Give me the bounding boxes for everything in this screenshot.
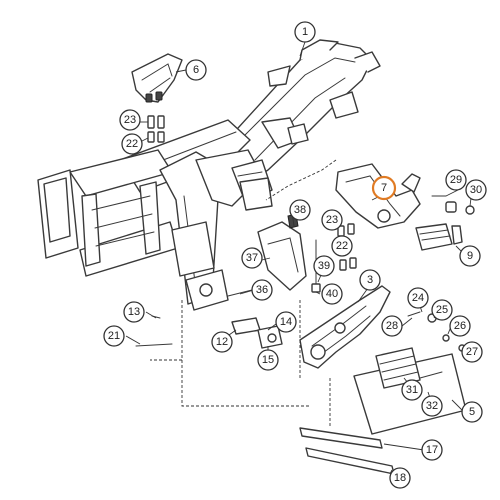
svg-text:7: 7 — [381, 182, 387, 194]
callout-15: 15 — [257, 349, 279, 371]
svg-text:22: 22 — [336, 240, 348, 252]
callout-39: 39 — [313, 255, 335, 277]
svg-text:5: 5 — [469, 406, 475, 418]
svg-text:13: 13 — [128, 306, 140, 318]
callout-28: 28 — [381, 315, 403, 337]
svg-text:25: 25 — [436, 304, 448, 316]
svg-text:27: 27 — [466, 346, 478, 358]
callout-29: 29 — [445, 169, 467, 191]
callouts: 1 3 5 6 7 9 12 13 14 15 17 18 21 22 22 2… — [103, 21, 487, 489]
callout-21: 21 — [103, 325, 125, 347]
fasteners-29-30-drawing — [431, 195, 475, 215]
callout-23-right: 23 — [321, 209, 343, 231]
callout-27: 27 — [461, 341, 483, 363]
svg-text:17: 17 — [426, 444, 438, 456]
rod-17-18-drawing — [299, 427, 395, 475]
callout-9: 9 — [459, 245, 481, 267]
svg-text:12: 12 — [216, 336, 228, 348]
shaft-13-21-drawing — [135, 315, 173, 347]
svg-text:9: 9 — [467, 250, 473, 262]
callout-38: 38 — [289, 199, 311, 221]
footpeg-bracket-3-drawing — [299, 285, 391, 369]
svg-text:28: 28 — [386, 320, 398, 332]
svg-text:31: 31 — [406, 384, 418, 396]
svg-text:18: 18 — [394, 472, 406, 484]
fasteners-22-23-left-drawing — [147, 115, 165, 143]
svg-text:29: 29 — [450, 174, 462, 186]
callout-17: 17 — [421, 439, 443, 461]
svg-text:26: 26 — [454, 320, 466, 332]
svg-text:32: 32 — [426, 400, 438, 412]
callout-25: 25 — [431, 299, 453, 321]
callout-36: 36 — [251, 279, 273, 301]
callout-1: 1 — [294, 21, 316, 43]
svg-text:14: 14 — [280, 316, 292, 328]
callout-24: 24 — [407, 287, 429, 309]
callout-13: 13 — [123, 301, 145, 323]
parts-12-15-drawing — [231, 317, 283, 349]
svg-text:37: 37 — [246, 252, 258, 264]
svg-text:22: 22 — [126, 138, 138, 150]
callout-12: 12 — [211, 331, 233, 353]
svg-text:39: 39 — [318, 260, 330, 272]
svg-text:36: 36 — [256, 284, 268, 296]
svg-text:23: 23 — [326, 214, 338, 226]
svg-text:21: 21 — [108, 330, 120, 342]
callout-14: 14 — [275, 311, 297, 333]
svg-text:3: 3 — [367, 274, 373, 286]
svg-text:6: 6 — [193, 64, 199, 76]
callout-26: 26 — [449, 315, 471, 337]
callout-5: 5 — [461, 401, 483, 423]
callout-31: 31 — [401, 379, 423, 401]
callout-23-left: 23 — [119, 109, 141, 131]
svg-text:38: 38 — [294, 204, 306, 216]
footpeg-bracket-6-drawing — [131, 53, 183, 103]
svg-text:24: 24 — [412, 292, 424, 304]
callout-37: 37 — [241, 247, 263, 269]
svg-text:15: 15 — [262, 354, 274, 366]
bracket-37-38-drawing — [257, 213, 307, 291]
frame-drawing — [37, 39, 381, 311]
callout-22-right: 22 — [331, 235, 353, 257]
bolt-36-drawing — [227, 289, 253, 297]
callout-30: 30 — [465, 179, 487, 201]
callout-3: 3 — [359, 269, 381, 291]
callout-32: 32 — [421, 395, 443, 417]
svg-text:40: 40 — [326, 288, 338, 300]
fasteners-22-23-right-drawing — [337, 223, 357, 271]
callout-6: 6 — [185, 59, 207, 81]
callout-7-highlighted: 7 — [371, 175, 397, 201]
callout-40: 40 — [321, 283, 343, 305]
callout-18: 18 — [389, 467, 411, 489]
callout-22-left: 22 — [121, 133, 143, 155]
footpeg-9-drawing — [415, 223, 463, 251]
svg-text:23: 23 — [124, 114, 136, 126]
svg-text:30: 30 — [470, 184, 482, 196]
svg-text:1: 1 — [302, 26, 308, 38]
